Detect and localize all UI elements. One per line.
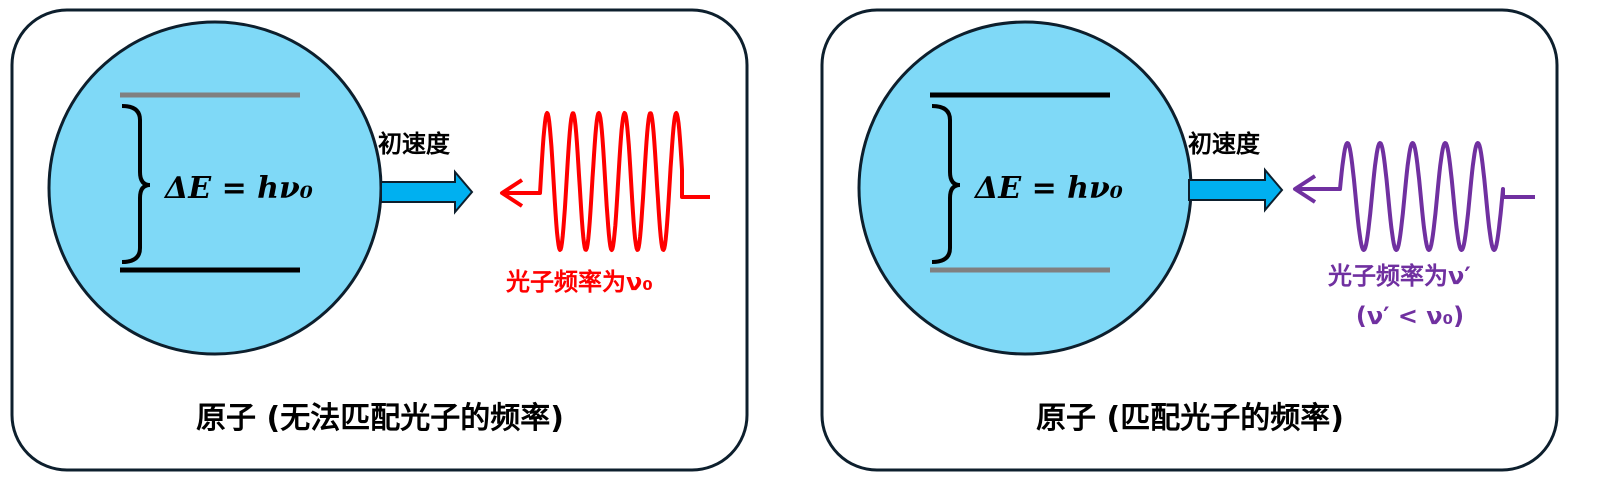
photon-wave [500, 111, 710, 252]
photon-wave [1293, 141, 1535, 252]
velocity-arrow [1188, 167, 1284, 213]
energy-equation: ΔE = hν₀ [163, 171, 313, 206]
panel-no-match: ΔE = hν₀ 初速度 光子频率为ν₀ 原子 (无法匹配光子的频率) [10, 8, 749, 472]
photon-frequency-label: 光子频率为ν₀ [505, 268, 653, 296]
energy-gap-bracket [121, 104, 151, 264]
energy-gap-bracket [931, 104, 961, 264]
velocity-arrow [380, 169, 474, 215]
panel-caption: 原子 (匹配光子的频率) [1036, 401, 1344, 436]
photon-frequency-note: (ν′ < ν₀) [1356, 302, 1464, 330]
velocity-label: 初速度 [378, 130, 451, 158]
panel-caption: 原子 (无法匹配光子的频率) [196, 401, 564, 436]
photon-frequency-label: 光子频率为ν′ [1327, 262, 1471, 290]
velocity-label: 初速度 [1188, 130, 1261, 158]
panel-match: ΔE = hν₀ 初速度 光子频率为ν′ (ν′ < ν₀) 原子 (匹配光子的… [820, 8, 1559, 472]
energy-equation: ΔE = hν₀ [973, 171, 1123, 206]
